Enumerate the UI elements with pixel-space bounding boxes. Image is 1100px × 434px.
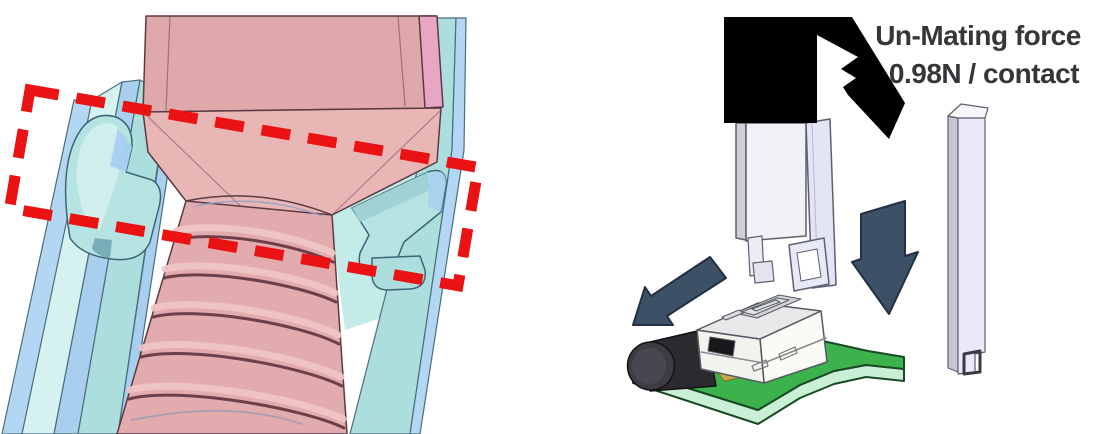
stick-side-face xyxy=(947,115,959,373)
lance-blue-face xyxy=(110,128,132,172)
callout-black-shapes xyxy=(724,17,905,139)
seal-top-slab xyxy=(142,15,442,113)
motion-arrows xyxy=(632,200,919,326)
jig-frame-window xyxy=(796,248,822,282)
jig-left-face xyxy=(735,122,747,241)
jig-front-face xyxy=(745,122,807,242)
arrow-left-icon xyxy=(632,256,727,326)
cone-fold-line xyxy=(333,109,442,214)
stick-top-cap xyxy=(947,103,989,119)
seal-edge-line xyxy=(397,15,406,107)
lance-shade xyxy=(352,172,430,222)
seal-edge-line xyxy=(165,15,171,111)
unmating-jig xyxy=(735,118,837,292)
stick-hook-notch xyxy=(962,349,982,376)
connector-housing xyxy=(696,294,828,384)
housing-strip xyxy=(409,17,467,434)
callout-text: Un-Mating force 0.98N / contact xyxy=(875,20,1081,89)
shield-crossbar xyxy=(751,299,781,312)
callout-line2: 0.98N / contact xyxy=(889,58,1079,89)
callout-tail xyxy=(817,17,905,139)
shell-top-tab xyxy=(721,309,744,321)
jig-foot xyxy=(752,260,775,284)
wire-seal-terminal xyxy=(116,15,444,434)
right-figure-unmating-tool: Un-Mating force 0.98N / contact xyxy=(626,17,1081,425)
cable-end-inner xyxy=(632,348,666,384)
callout-line1: Un-Mating force xyxy=(875,20,1081,51)
stick-front-face xyxy=(957,111,986,375)
lance-blue-face xyxy=(428,171,446,212)
barrel-blue-arc xyxy=(195,200,323,217)
highlight-dashed-box xyxy=(3,83,485,293)
extraction-tool-stick xyxy=(947,103,989,376)
latch-cutout xyxy=(751,359,769,372)
lance-highlight xyxy=(76,123,125,230)
shell-lip-line xyxy=(700,337,827,364)
barrel-rib-highlights xyxy=(126,224,347,423)
left-figure-terminal-crimp xyxy=(1,15,485,434)
arrow-down-icon xyxy=(851,200,919,315)
cable-inlet xyxy=(707,336,736,357)
lance-notch xyxy=(92,238,112,258)
latch-cutout xyxy=(778,346,798,361)
barrel-top-arc xyxy=(185,195,333,216)
magenta-stripe xyxy=(418,15,444,109)
redaction-box xyxy=(724,17,817,123)
barrel-bottom-arc xyxy=(131,409,303,425)
